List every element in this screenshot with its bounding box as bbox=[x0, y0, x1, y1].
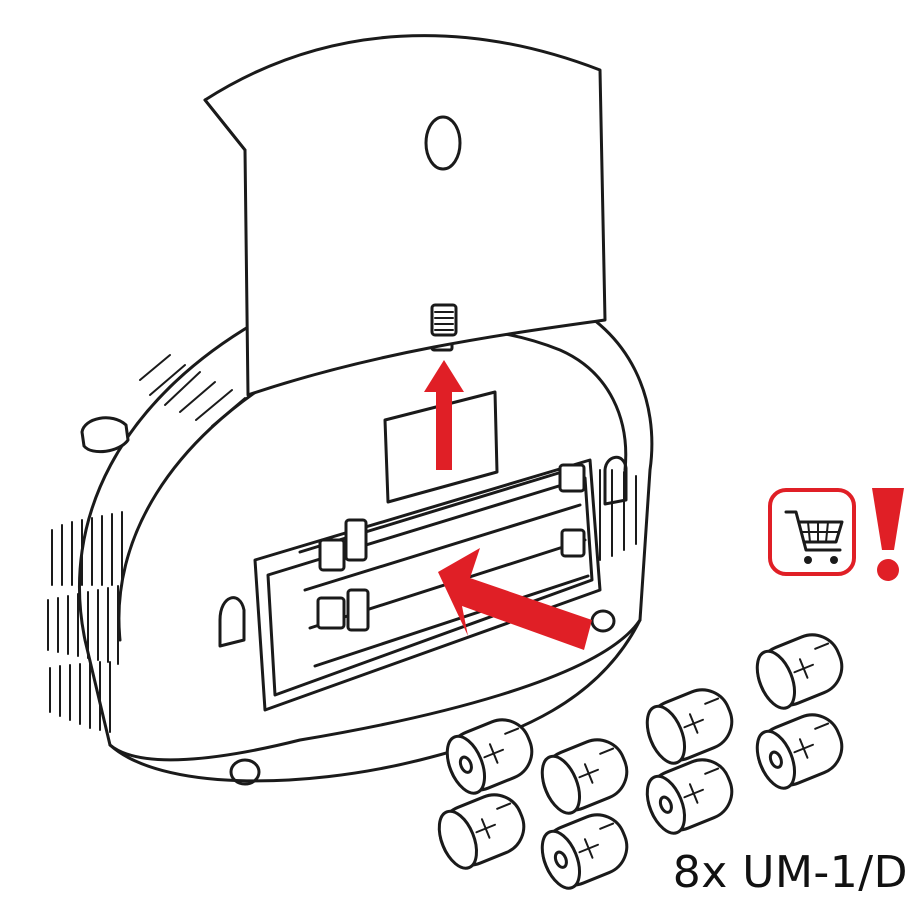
battery bbox=[437, 793, 526, 870]
speaker-grille bbox=[47, 354, 637, 733]
shopping-cart-icon bbox=[768, 488, 856, 576]
battery-cover bbox=[203, 34, 607, 397]
battery-type-label: 8x UM-1/D bbox=[672, 847, 908, 898]
battery-compartment bbox=[218, 338, 628, 712]
battery bbox=[645, 688, 734, 765]
battery bbox=[755, 633, 844, 710]
battery bbox=[540, 738, 629, 815]
battery bbox=[645, 758, 734, 835]
battery bbox=[540, 813, 629, 890]
battery bbox=[755, 713, 844, 790]
exclamation-icon bbox=[872, 488, 904, 581]
battery-group bbox=[437, 633, 844, 890]
insert-batteries-arrow bbox=[438, 548, 592, 650]
battery bbox=[445, 718, 534, 795]
remove-cover-arrow bbox=[424, 360, 464, 470]
